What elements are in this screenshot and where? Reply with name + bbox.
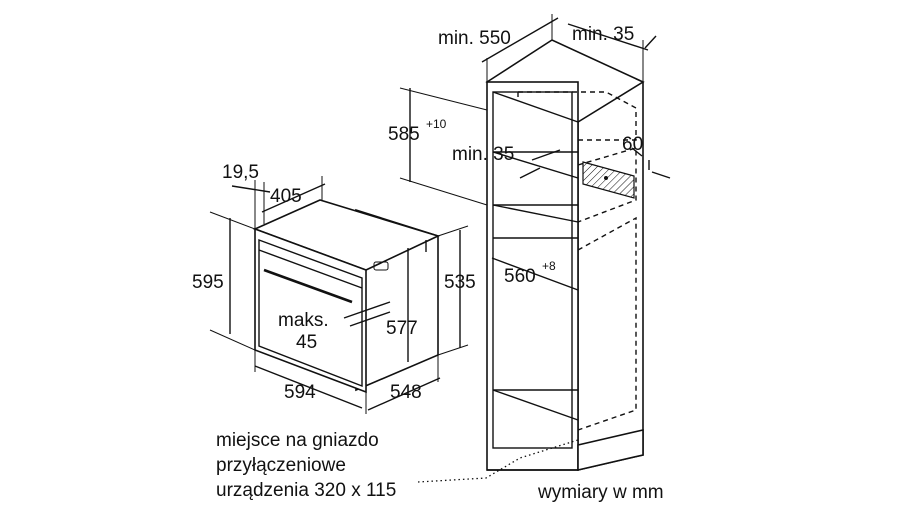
oven-height-label: 595: [192, 272, 224, 293]
oven-handle: [263, 268, 353, 304]
vent-gap-label: min. 35: [452, 144, 514, 165]
door-height-label: 577: [386, 318, 418, 339]
oven-appliance: [252, 199, 441, 394]
niche-width-label: 560: [504, 266, 536, 287]
cabinet-front-frame: [486, 81, 579, 471]
oven-depth-label: 548: [390, 382, 422, 403]
handle-label-line2: 45: [296, 332, 317, 353]
notes: miejsce na gniazdo przyłączeniowe urządz…: [216, 430, 664, 503]
ventilation-opening: [582, 161, 635, 199]
body-height-label: 535: [444, 272, 476, 293]
handle-label-line1: maks.: [278, 310, 329, 331]
vent-height-label: 60: [622, 134, 643, 155]
niche-width-tolerance: +8: [542, 259, 556, 273]
cabinet-rear-gap-label: min. 35: [572, 24, 634, 45]
oven-width-label: 594: [284, 382, 316, 403]
units-note: wymiary w mm: [537, 482, 664, 503]
socket-note-line1: miejsce na gniazdo: [216, 430, 379, 451]
top-depth-label: 405: [270, 186, 302, 207]
niche-height-label: 585: [388, 124, 420, 145]
cabinet-plinth: [487, 428, 644, 471]
cabinet-side-panel: [577, 67, 644, 472]
dimension-lines: [209, 14, 671, 483]
niche-height-tolerance: +10: [426, 117, 447, 131]
front-offset-label: 19,5: [222, 162, 259, 183]
cabinet-depth-label: min. 550: [438, 28, 511, 49]
socket-note-line2: przyłączeniowe: [216, 455, 346, 476]
dimension-labels: min. 550 min. 35 585 +10 min. 35 60 560 …: [192, 24, 643, 403]
built-in-cabinet: [485, 39, 645, 472]
socket-note-line3: urządzenia 320 x 115: [216, 480, 396, 501]
cabinet-front-opening: [492, 91, 573, 449]
